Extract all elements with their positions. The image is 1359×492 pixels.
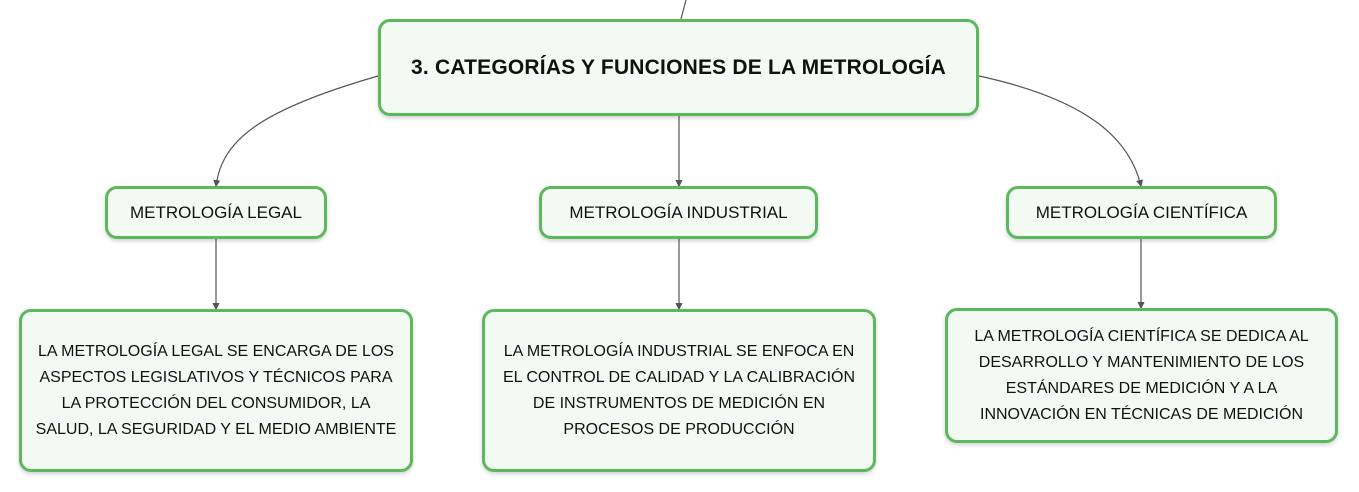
description-node-cientifica[interactable]: LA METROLOGÍA CIENTÍFICA SE DEDICA AL DE… xyxy=(945,308,1338,443)
root-topic-title: 3. CATEGORÍAS Y FUNCIONES DE LA METROLOG… xyxy=(411,55,946,79)
category-node-industrial[interactable]: METROLOGÍA INDUSTRIAL xyxy=(539,186,818,239)
connector-root-cientifica xyxy=(978,75,1144,188)
description-text-legal: LA METROLOGÍA LEGAL SE ENCARGA DE LOS AS… xyxy=(35,342,397,438)
description-text-industrial: LA METROLOGÍA INDUSTRIAL SE ENFOCA EN EL… xyxy=(502,342,856,438)
description-text-cientifica: LA METROLOGÍA CIENTÍFICA SE DEDICA AL DE… xyxy=(974,327,1309,423)
connector-parent-root xyxy=(680,0,687,20)
description-node-legal[interactable]: LA METROLOGÍA LEGAL SE ENCARGA DE LOS AS… xyxy=(19,309,413,472)
category-label-legal: METROLOGÍA LEGAL xyxy=(130,202,302,222)
root-topic-node[interactable]: 3. CATEGORÍAS Y FUNCIONES DE LA METROLOG… xyxy=(378,19,979,116)
description-node-industrial[interactable]: LA METROLOGÍA INDUSTRIAL SE ENFOCA EN EL… xyxy=(482,309,876,472)
connector-root-legal xyxy=(213,75,379,188)
category-node-cientifica[interactable]: METROLOGÍA CIENTÍFICA xyxy=(1006,186,1277,239)
category-label-industrial: METROLOGÍA INDUSTRIAL xyxy=(569,202,788,222)
category-node-legal[interactable]: METROLOGÍA LEGAL xyxy=(105,186,327,239)
category-label-cientifica: METROLOGÍA CIENTÍFICA xyxy=(1035,202,1248,222)
